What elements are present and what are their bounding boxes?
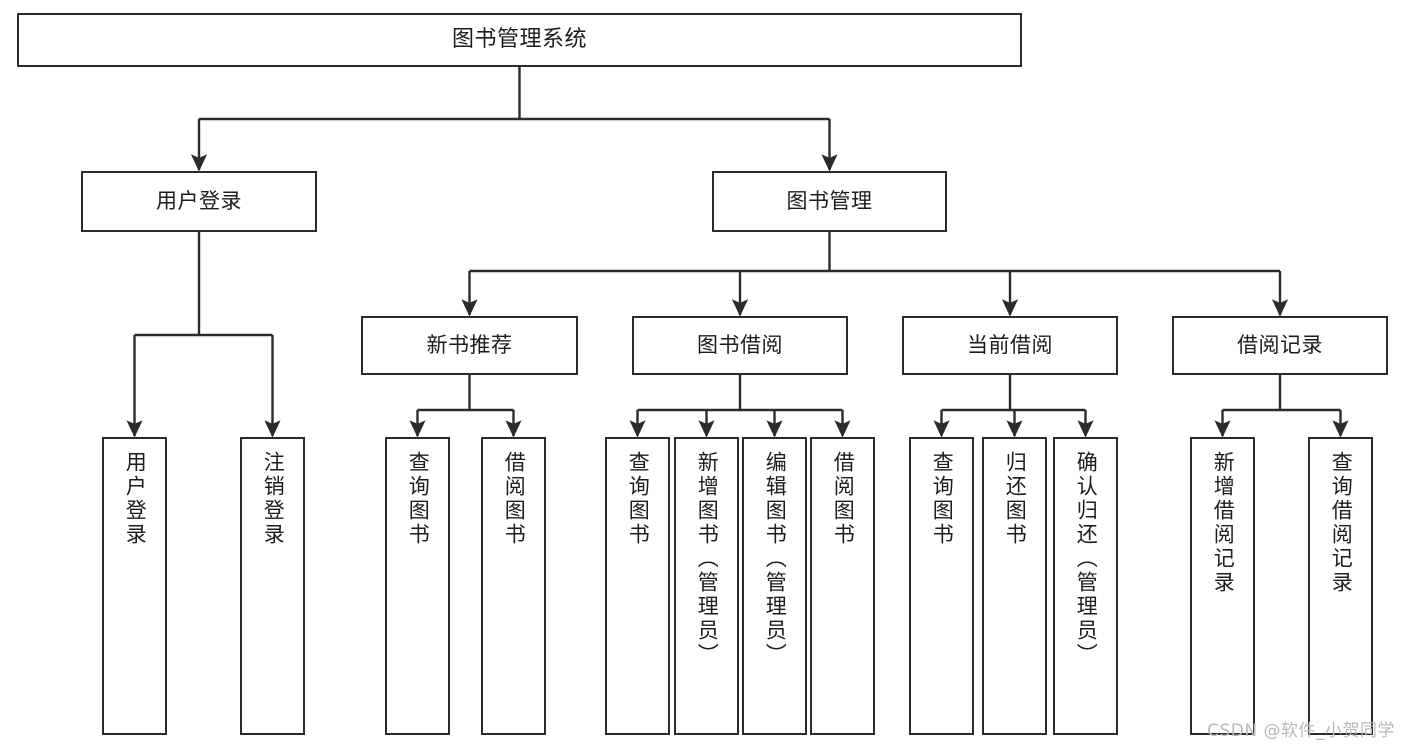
node-leaf-cb-confirm: 确认归还（管理员） — [1053, 437, 1118, 735]
node-user-login: 用户登录 — [81, 171, 317, 232]
node-label-leaf-bb-edit: 编辑图书（管理员） — [763, 451, 788, 667]
csdn-watermark: CSDN @软件_小贺同学 — [1207, 721, 1395, 741]
node-label-leaf-logout: 注销登录 — [261, 451, 286, 547]
node-borrow-record: 借阅记录 — [1172, 316, 1388, 375]
node-leaf-rec-borrow: 借阅图书 — [481, 437, 546, 735]
node-label-book-borrow: 图书借阅 — [697, 332, 783, 357]
node-label-leaf-bb-add: 新增图书（管理员） — [695, 451, 720, 667]
node-label-leaf-user-login: 用户登录 — [123, 451, 148, 547]
node-label-leaf-bb-query: 查询图书 — [626, 451, 651, 547]
node-label-current-borrow: 当前借阅 — [967, 332, 1053, 357]
node-leaf-user-login: 用户登录 — [102, 437, 167, 735]
node-leaf-br-query: 查询借阅记录 — [1308, 437, 1373, 735]
node-label-leaf-bb-borrow: 借阅图书 — [831, 451, 856, 547]
node-current-borrow: 当前借阅 — [902, 316, 1118, 375]
node-label-leaf-cb-confirm: 确认归还（管理员） — [1074, 451, 1099, 667]
node-label-user-login: 用户登录 — [156, 188, 242, 213]
node-new-book-rec: 新书推荐 — [361, 316, 578, 375]
node-leaf-bb-borrow: 借阅图书 — [810, 437, 875, 735]
node-leaf-cb-return: 归还图书 — [982, 437, 1047, 735]
node-leaf-cb-query: 查询图书 — [909, 437, 974, 735]
node-book-manage: 图书管理 — [712, 171, 947, 232]
node-root: 图书管理系统 — [17, 13, 1022, 67]
node-label-leaf-rec-query: 查询图书 — [406, 451, 431, 547]
node-leaf-bb-query: 查询图书 — [605, 437, 670, 735]
node-label-leaf-cb-return: 归还图书 — [1003, 451, 1028, 547]
node-leaf-br-add: 新增借阅记录 — [1190, 437, 1255, 735]
node-label-leaf-rec-borrow: 借阅图书 — [502, 451, 527, 547]
node-label-book-manage: 图书管理 — [786, 188, 873, 213]
node-label-root: 图书管理系统 — [451, 26, 587, 52]
node-label-borrow-record: 借阅记录 — [1237, 332, 1323, 357]
node-leaf-bb-add: 新增图书（管理员） — [674, 437, 739, 735]
node-book-borrow: 图书借阅 — [632, 316, 848, 375]
node-leaf-rec-query: 查询图书 — [385, 437, 450, 735]
node-label-leaf-br-query: 查询借阅记录 — [1329, 451, 1354, 595]
node-label-leaf-br-add: 新增借阅记录 — [1211, 451, 1236, 595]
node-label-new-book-rec: 新书推荐 — [426, 332, 513, 357]
node-leaf-bb-edit: 编辑图书（管理员） — [742, 437, 807, 735]
node-leaf-logout: 注销登录 — [240, 437, 305, 735]
node-label-leaf-cb-query: 查询图书 — [930, 451, 955, 547]
